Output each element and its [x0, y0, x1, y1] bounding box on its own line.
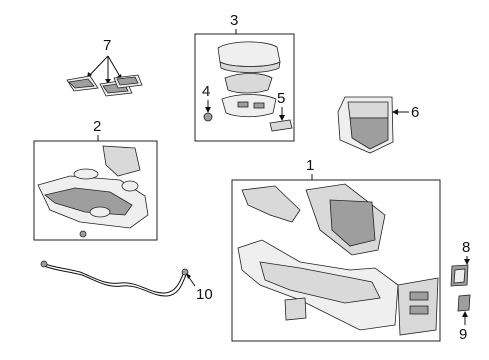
cable-group: 10: [40, 260, 213, 303]
callout-1[interactable]: 1: [306, 157, 314, 174]
pad-parts: [66, 74, 143, 97]
side-trim-group: 8 9: [450, 239, 471, 343]
main-console-group: 1: [231, 157, 441, 342]
callout-4[interactable]: 4: [202, 83, 210, 100]
callout-3[interactable]: 3: [230, 12, 238, 29]
callout-2[interactable]: 2: [93, 118, 101, 135]
callout-9[interactable]: 9: [459, 326, 467, 343]
front-console-group: 2: [33, 118, 158, 241]
callout-7-group: 7: [86, 37, 123, 84]
armrest-group: 3 4 5: [194, 12, 295, 142]
callout-7[interactable]: 7: [103, 37, 111, 54]
storage-bin-group: 6: [337, 96, 419, 154]
callout-8[interactable]: 8: [462, 239, 470, 256]
callout-5[interactable]: 5: [277, 90, 285, 107]
callout-10[interactable]: 10: [196, 286, 213, 303]
callout-6[interactable]: 6: [411, 104, 419, 121]
